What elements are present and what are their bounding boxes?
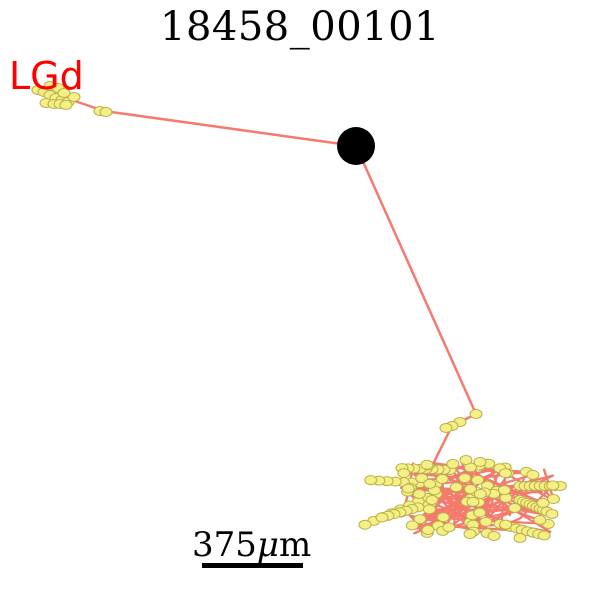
neurite-node [436,512,450,523]
neurite-node [415,473,429,484]
neurite-node [435,474,449,485]
neurite-node [545,509,559,519]
neurite-segment [473,496,508,535]
neurite-node [57,88,71,98]
neurite-node [546,480,560,491]
neurite-node [513,533,527,543]
neurite-node [471,475,485,486]
neurite-node [463,529,477,539]
neurite-node [358,519,372,530]
neurite-node [458,473,472,484]
neurite-node [425,494,439,505]
neurite-node [67,92,81,102]
neurite-segment [354,144,478,416]
neurite-node [422,504,436,515]
neurite-node [446,458,460,469]
scale-bar-unit-suffix: m [279,525,312,565]
neurite-node [547,494,561,505]
neurite-node [420,459,434,470]
neurite-node [364,475,378,486]
neurite-node [469,409,483,419]
neurite-segment [430,424,454,468]
neurite-node [413,514,427,525]
neurite-node [401,483,415,494]
soma-marker [337,127,375,165]
neurite-node [536,497,550,508]
scale-bar-value: 375 [192,525,257,565]
neurite-node [405,520,419,531]
figure-title: 18458_00101 [160,4,440,50]
neurite-node [499,519,513,530]
neurite-node [537,530,551,541]
scale-bar [202,563,303,568]
neurite-node [439,423,453,433]
neurite-node [466,496,480,507]
neurite-node [479,516,493,527]
neurite-node [497,485,511,496]
region-label: LGd [9,54,84,98]
neurite-node [397,468,411,479]
neurite-node [473,457,487,467]
neurite-node [487,531,501,541]
scale-bar-label: 375μm [192,528,311,562]
neurite-segment [102,109,358,148]
neurite-node [421,525,435,535]
neurite-node [99,107,113,117]
scale-bar-unit-prefix: μ [256,525,280,565]
neurite-node [463,484,477,495]
neurite-node [533,515,547,525]
neurite-node [526,469,540,480]
neurite-node [423,478,437,489]
neurite-nodes [31,81,567,543]
neurite-node [473,488,487,499]
neurite-node [59,100,73,110]
neurite-node [459,455,473,465]
neurite-node [498,468,512,479]
neurite-node [473,507,487,518]
neurite-node [508,503,522,514]
neurite-node [442,522,456,533]
neurite-node [375,512,389,523]
neurite-node [449,482,463,493]
